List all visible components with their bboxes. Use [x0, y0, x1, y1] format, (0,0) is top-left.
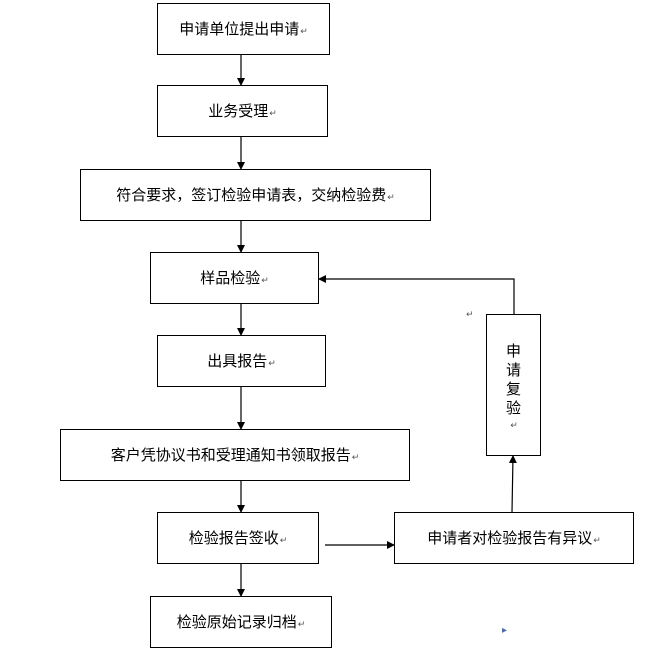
step-report-objection: 申请者对检验报告有异议↵: [394, 512, 634, 564]
step-label: 申请者对检验报告有异议: [427, 529, 593, 547]
step-report-receipt: 检验报告签收↵: [157, 512, 319, 564]
step-sign-agreement-pay-fee: 符合要求，签订检验申请表，交纳检验费↵: [80, 169, 431, 221]
recheck-char: 验: [505, 398, 521, 417]
paragraph-mark: ↵: [387, 192, 395, 203]
paragraph-mark: ↵: [269, 108, 277, 119]
step-label: 业务受理: [208, 102, 269, 120]
arrow-objection-to-recheck: [508, 455, 517, 513]
paragraph-mark: ↵: [268, 358, 276, 369]
step-submit-application: 申请单位提出申请↵: [157, 3, 330, 55]
step-sample-inspection: 样品检验↵: [150, 252, 319, 304]
recheck-char: 请: [505, 360, 521, 379]
recheck-char: 复: [505, 379, 521, 398]
recheck-char: 申: [505, 341, 521, 360]
step-archive-records: 检验原始记录归档↵: [150, 596, 332, 648]
nav-arrow-icon: ▸: [502, 625, 508, 636]
paragraph-mark: ↵: [300, 26, 308, 37]
step-business-acceptance: 业务受理↵: [157, 85, 328, 137]
step-label: 符合要求，签订检验申请表，交纳检验费: [116, 186, 387, 204]
step-label: 样品检验: [200, 269, 261, 287]
paragraph-mark: ↵: [297, 619, 306, 630]
arrow-recheck-to-inspection: [318, 275, 515, 314]
step-issue-report: 出具报告↵: [157, 335, 326, 387]
paragraph-mark: ↵: [593, 535, 601, 546]
paragraph-mark: ↵: [351, 452, 360, 463]
step-label: 检验报告签收: [188, 529, 279, 547]
step-label: 客户凭协议书和受理通知书领取报告: [110, 446, 351, 464]
step-apply-recheck: 申 请 复 验 ↵: [486, 314, 541, 456]
paragraph-mark: ↵: [510, 420, 518, 431]
step-label: 检验原始记录归档: [176, 613, 297, 631]
step-collect-report: 客户凭协议书和受理通知书领取报告↵: [60, 429, 410, 481]
paragraph-mark: ↵: [279, 535, 288, 546]
step-label: 申请单位提出申请: [179, 20, 300, 38]
paragraph-mark: ↵: [466, 310, 474, 320]
paragraph-mark: ↵: [261, 275, 269, 286]
step-label: 出具报告: [207, 352, 268, 370]
